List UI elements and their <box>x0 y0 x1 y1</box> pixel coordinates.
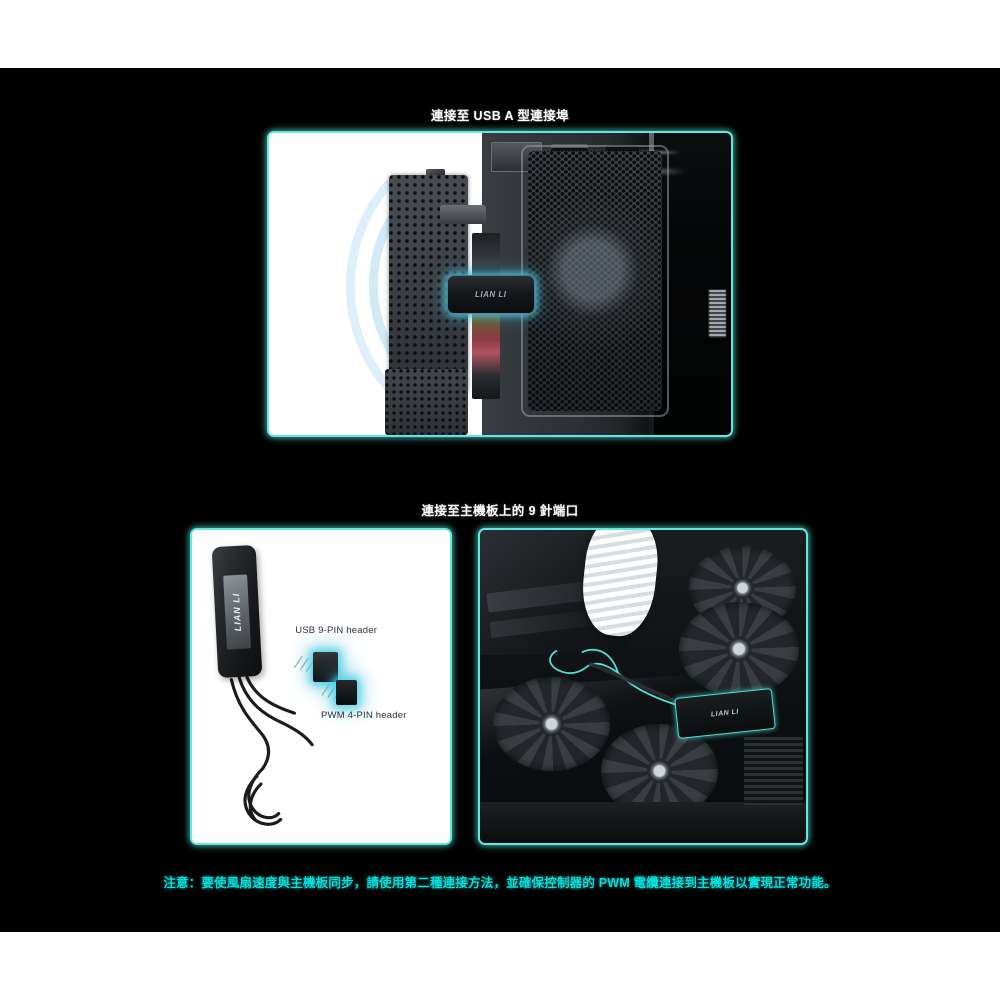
dongle-brand-logo: LIAN LI <box>474 290 507 300</box>
case-clip <box>439 205 487 224</box>
rear-fan-mesh-frame <box>520 145 669 417</box>
install-photo: LIAN LI <box>480 530 806 843</box>
pwm-header-label: PWM 4-PIN header <box>321 709 407 721</box>
section-2-heading: 連接至主機板上的 9 針端口 <box>421 504 579 518</box>
content-stage: 連接至 USB A 型連接埠 <box>0 68 1000 932</box>
case-interior-dark <box>651 133 731 435</box>
case-vent-slot <box>606 145 639 152</box>
motherboard-io-panel <box>472 232 500 399</box>
rear-fan-mesh <box>527 151 662 411</box>
controller-label: LIAN LI <box>222 573 252 649</box>
case-fan <box>678 601 800 696</box>
usb-dongle-photo: LIAN LI <box>269 133 731 435</box>
gpu-fan <box>493 677 611 771</box>
psu-shroud-vent <box>744 736 803 806</box>
installed-controller-logo: LIAN LI <box>710 708 739 719</box>
highlighted-cable-path <box>549 648 685 717</box>
case-bottom-rail <box>480 802 806 843</box>
controller-housing: LIAN LI <box>211 544 263 679</box>
controller-photo: LIAN LI USB 9-PIN header PWM 4-PIN heade… <box>192 530 450 843</box>
warning-note: 注意：要使風扇速度與主機板同步，請使用第二種連接方法，並確保控制器的 PWM 電… <box>163 876 837 890</box>
usb-dongle-figure: LIAN LI <box>267 131 733 437</box>
expansion-slot-plate-lower <box>384 368 468 435</box>
usb-header-label: USB 9-PIN header <box>295 625 378 637</box>
install-figure: LIAN LI <box>478 528 808 845</box>
case-rear-grill <box>708 290 727 339</box>
bottom-white-band <box>0 932 1000 1000</box>
cable-illustration <box>229 655 343 826</box>
pwm-4pin-connector <box>336 680 358 706</box>
top-white-band <box>0 0 1000 68</box>
controller-brand-logo: LIAN LI <box>231 591 244 631</box>
usb-wireless-dongle: LIAN LI <box>446 274 535 315</box>
usb-9pin-connector <box>313 652 338 682</box>
controller-figure: LIAN LI USB 9-PIN header PWM 4-PIN heade… <box>190 528 452 845</box>
section-1-heading: 連接至 USB A 型連接埠 <box>430 109 569 123</box>
gpu-fan <box>600 724 718 818</box>
